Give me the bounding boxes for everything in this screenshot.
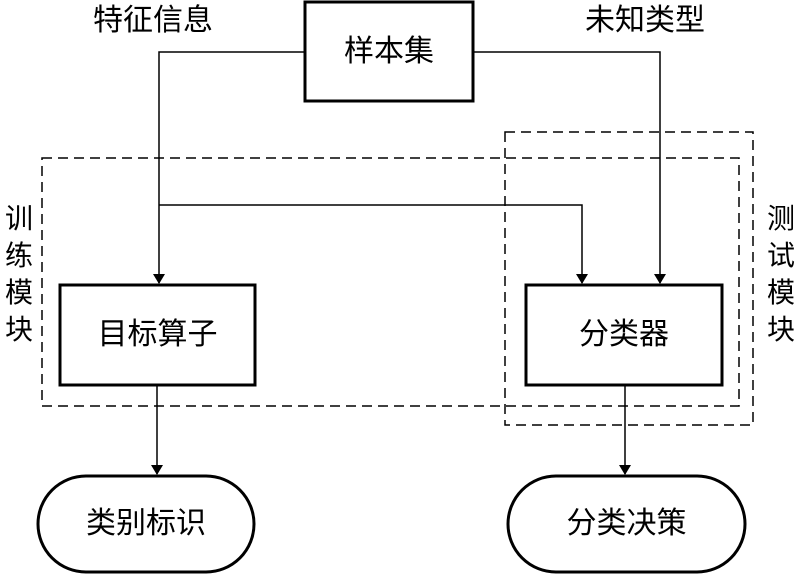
category-label-terminal [36, 474, 256, 574]
target-operator-box [58, 283, 257, 387]
classifier-label: 分类器 [579, 317, 669, 352]
classification-decision-terminal [506, 474, 747, 574]
edge-branch-to-classifier [159, 204, 588, 284]
classifier-box [524, 283, 724, 387]
training-module-label: 训练模块 [4, 202, 33, 346]
training-module-frame [41, 157, 740, 407]
sample-set-box [303, 0, 475, 103]
category-label-label: 类别标识 [86, 506, 206, 541]
testing-module-label: 测试模块 [766, 202, 795, 346]
testing-module-frame [504, 131, 754, 426]
feature-info-label: 特征信息 [93, 3, 213, 38]
classification-decision-label: 分类决策 [566, 506, 687, 541]
edge-sample-to-target-operator [153, 51, 305, 284]
unknown-type-label: 未知类型 [585, 3, 705, 38]
target-operator-label: 目标算子 [97, 317, 218, 352]
sample-set-label: 样本集 [344, 33, 434, 69]
edge-sample-to-classifier [473, 51, 666, 284]
